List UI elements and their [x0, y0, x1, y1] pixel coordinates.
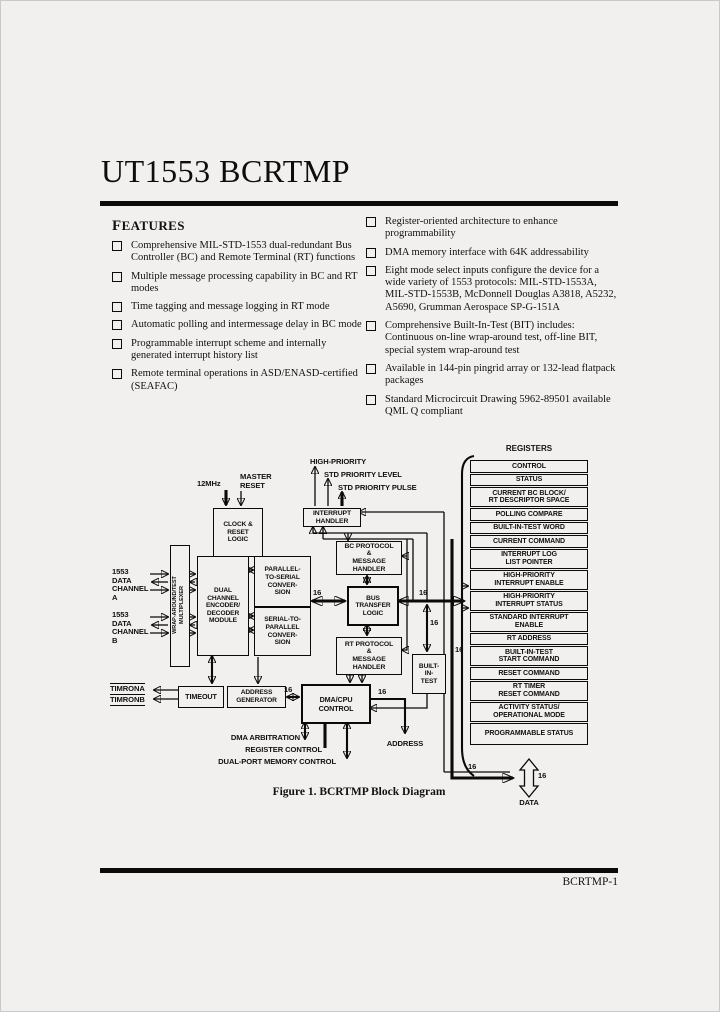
feature-text: Comprehensive Built-In-Test (BIT) includ… — [385, 320, 598, 356]
signal-dual-port-memory-control: DUAL-PORT MEMORY CONTROL — [218, 757, 336, 766]
feature-text: Programmable interrupt scheme and intern… — [131, 337, 327, 362]
block-bc-protocol-handler: BC PROTOCOL & MESSAGE HANDLER — [336, 541, 402, 575]
block-rt-protocol-handler: RT PROTOCOL & MESSAGE HANDLER — [336, 637, 402, 675]
features-right-column: Register-oriented architecture to enhanc… — [366, 216, 622, 418]
block-bus-transfer-logic: BUS TRANSFER LOGIC — [347, 586, 399, 626]
feature-text: Comprehensive MIL-STD-1553 dual-redundan… — [131, 240, 356, 264]
feature-item: Register-oriented architecture to enhanc… — [366, 216, 622, 241]
bus-width-label: 16 — [468, 762, 477, 771]
register-row: STANDARD INTERRUPT ENABLE — [470, 611, 588, 632]
footer-page-id: BCRTMP-1 — [562, 876, 618, 888]
block-serial-to-parallel: SERIAL-TO- PARALLEL CONVER- SION — [254, 607, 311, 656]
checkbox-bullet-icon — [112, 302, 122, 313]
register-row: RESET COMMAND — [470, 667, 588, 680]
feature-item: Comprehensive Built-In-Test (BIT) includ… — [366, 320, 622, 357]
feature-item: Remote terminal operations in ASD/ENASD-… — [112, 368, 364, 393]
feature-item: Time tagging and message logging in RT m… — [112, 301, 364, 313]
signal-master-reset: MASTER RESET — [240, 472, 272, 490]
block-built-in-test: BUILT- IN- TEST — [412, 654, 446, 694]
register-row: HIGH-PRIORITY INTERRUPT STATUS — [470, 590, 588, 611]
block-encoder-decoder: DUAL CHANNEL ENCODER/ DECODER MODULE — [197, 556, 249, 656]
register-row: PROGRAMMABLE STATUS — [470, 722, 588, 745]
footer-rule — [100, 868, 618, 873]
signal-timronb: TIMRONB — [110, 694, 145, 707]
checkbox-bullet-icon — [112, 241, 122, 251]
signal-std-priority-level: STD PRIORITY LEVEL — [324, 470, 402, 479]
register-row: INTERRUPT LOG LIST POINTER — [470, 548, 588, 569]
registers-heading: REGISTERS — [505, 444, 553, 453]
register-row: POLLING COMPARE — [470, 508, 588, 521]
checkbox-bullet-icon — [112, 338, 122, 349]
figure-caption: Figure 1. BCRTMP Block Diagram — [272, 786, 446, 798]
bus-width-label: 16 — [419, 588, 428, 597]
page-title: UT1553 BCRTMP — [101, 153, 351, 189]
feature-text: Multiple message processing capability i… — [131, 270, 358, 294]
signal-1553-channel-a: 1553 DATA CHANNEL A — [112, 567, 149, 602]
title-rule — [100, 201, 618, 206]
register-row: BUILT-IN-TEST WORD — [470, 521, 588, 534]
feature-item: DMA memory interface with 64K addressabi… — [366, 247, 622, 259]
signal-high-priority: HIGH-PRIORITY — [310, 457, 367, 466]
signal-address: ADDRESS — [386, 739, 424, 748]
checkbox-bullet-icon — [112, 320, 122, 331]
bus-width-label: 16 — [430, 618, 439, 627]
bus-width-label: 16 — [284, 685, 293, 694]
block-parallel-to-serial: PARALLEL- TO-SERIAL CONVER- SION — [254, 556, 311, 607]
register-row: BUILT-IN-TEST START COMMAND — [470, 646, 588, 666]
feature-item: Multiple message processing capability i… — [112, 271, 364, 296]
register-row: CURRENT COMMAND — [470, 535, 588, 548]
bus-width-label: 16 — [455, 645, 464, 654]
register-row: HIGH-PRIORITY INTERRUPT ENABLE — [470, 569, 588, 590]
wrap-mux-label: WRAP-AROUND/TEST MULTIPLEXER — [172, 576, 185, 634]
features-heading: FEATURES — [112, 218, 185, 234]
feature-item: Comprehensive MIL-STD-1553 dual-redundan… — [112, 240, 364, 265]
checkbox-bullet-icon — [366, 265, 376, 276]
feature-item: Standard Microcircuit Drawing 5962-89501… — [366, 394, 622, 419]
signal-12mhz: 12MHz — [197, 479, 221, 488]
signal-std-priority-pulse: STD PRIORITY PULSE — [338, 483, 417, 492]
register-row: CONTROL — [470, 460, 588, 473]
block-interrupt-handler: INTERRUPT HANDLER — [303, 508, 361, 527]
feature-text: Eight mode select inputs configure the d… — [385, 264, 617, 313]
block-clock-reset-logic: CLOCK & RESET LOGIC — [213, 508, 263, 557]
checkbox-bullet-icon — [366, 394, 376, 405]
feature-item: Available in 144-pin pingrid array or 13… — [366, 363, 622, 388]
signal-dma-arbitration: DMA ARBITRATION — [230, 733, 300, 742]
feature-text: Time tagging and message logging in RT m… — [131, 301, 330, 313]
register-row: RT TIMER RESET COMMAND — [470, 680, 588, 701]
feature-text: Register-oriented architecture to enhanc… — [385, 216, 558, 240]
bus-width-label: 16 — [313, 588, 322, 597]
checkbox-bullet-icon — [112, 271, 122, 282]
checkbox-bullet-icon — [366, 321, 376, 332]
feature-text: Remote terminal operations in ASD/ENASD-… — [131, 368, 358, 392]
feature-text: Available in 144-pin pingrid array or 13… — [385, 362, 616, 387]
block-wrap-around-test-multiplexer: WRAP-AROUND/TEST MULTIPLEXER — [170, 545, 190, 667]
signal-1553-channel-b: 1553 DATA CHANNEL B — [112, 610, 149, 645]
block-address-generator: ADDRESS GENERATOR — [227, 686, 286, 708]
checkbox-bullet-icon — [112, 369, 122, 380]
register-row: ACTIVITY STATUS/ OPERATIONAL MODE — [470, 701, 588, 722]
block-dma-cpu-control: DMA/CPU CONTROL — [301, 684, 371, 724]
features-left-column: Comprehensive MIL-STD-1553 dual-redundan… — [112, 240, 364, 393]
register-row: RT ADDRESS — [470, 632, 588, 645]
checkbox-bullet-icon — [366, 247, 376, 258]
feature-text: DMA memory interface with 64K addressabi… — [385, 246, 589, 258]
feature-item: Programmable interrupt scheme and intern… — [112, 338, 364, 363]
checkbox-bullet-icon — [366, 363, 376, 374]
signal-register-control: REGISTER CONTROL — [245, 745, 322, 754]
feature-item: Automatic polling and intermessage delay… — [112, 319, 364, 331]
checkbox-bullet-icon — [366, 217, 376, 227]
feature-text: Standard Microcircuit Drawing 5962-89501… — [385, 393, 611, 417]
feature-text: Automatic polling and intermessage delay… — [131, 319, 362, 331]
bus-width-label: 16 — [538, 771, 547, 780]
registers-block: CONTROL STATUS CURRENT BC BLOCK/ RT DESC… — [470, 460, 588, 746]
block-timeout: TIMEOUT — [178, 686, 224, 708]
feature-item: Eight mode select inputs configure the d… — [366, 265, 622, 314]
register-row: CURRENT BC BLOCK/ RT DESCRIPTOR SPACE — [470, 487, 588, 507]
signal-data: DATA — [519, 798, 539, 807]
bus-width-label: 16 — [378, 687, 387, 696]
register-row: STATUS — [470, 473, 588, 486]
signal-timrona: TIMRONA — [110, 683, 145, 693]
